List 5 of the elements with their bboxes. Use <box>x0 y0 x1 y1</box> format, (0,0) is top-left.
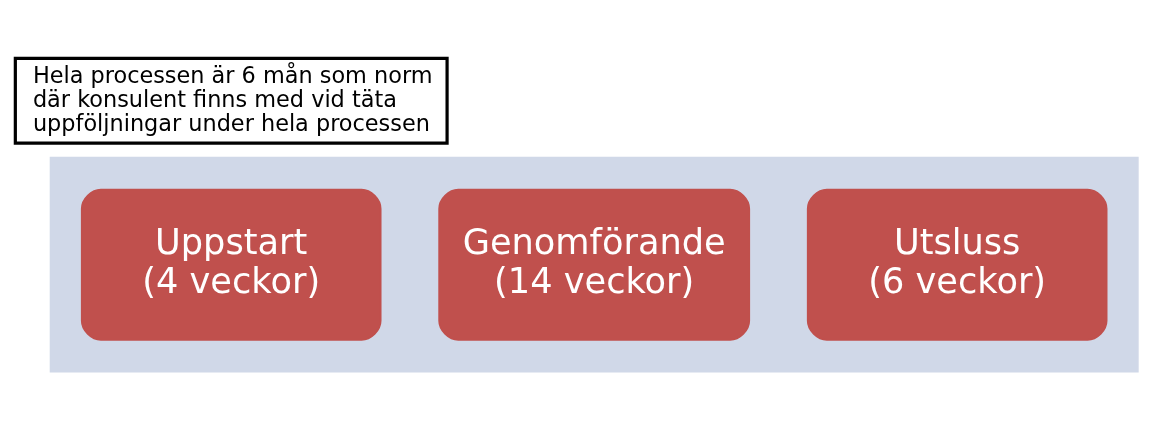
cluster <box>49 156 1139 373</box>
node-box: Utsluss (6 veckor) <box>806 188 1108 341</box>
node-box: Uppstart (4 veckor) <box>80 188 382 341</box>
node-box: Genomförande (14 veckor) <box>438 188 751 341</box>
node-box: Hela processen är 6 mån som norm där konsulent finns med vid täta uppföljningar under hela processen <box>13 56 449 145</box>
